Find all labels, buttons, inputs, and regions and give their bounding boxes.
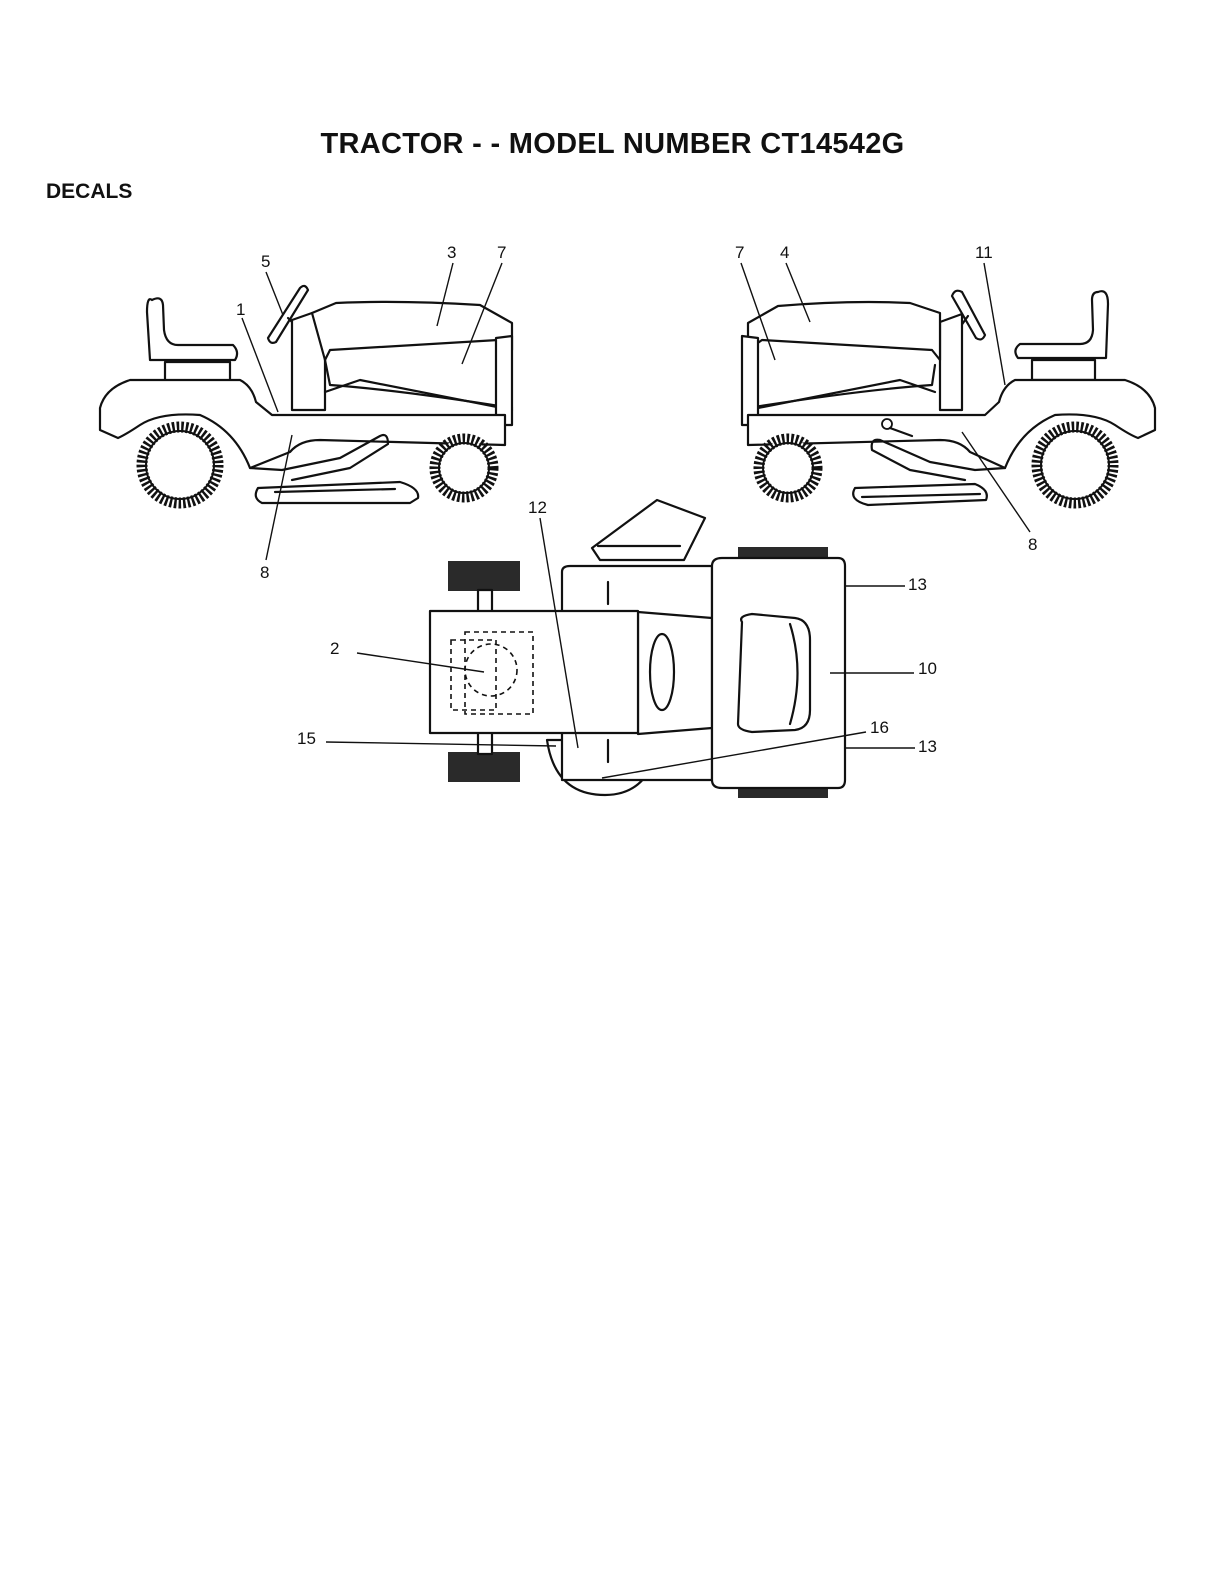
callout-12: 12	[528, 498, 547, 517]
callout-10: 10	[918, 659, 937, 678]
callout-13-top: 13	[908, 575, 927, 594]
tractor-top-view	[430, 500, 845, 798]
callout-8-right: 8	[1028, 535, 1037, 554]
callout-7-right: 7	[735, 243, 744, 262]
callout-1: 1	[236, 300, 245, 319]
callout-13-bottom: 13	[918, 737, 937, 756]
callout-4: 4	[780, 243, 789, 262]
callout-11: 11	[975, 243, 993, 262]
callout-5: 5	[261, 252, 270, 271]
callout-7-left: 7	[497, 243, 506, 262]
left-view-callouts: 5 1 3 7 8	[236, 243, 506, 582]
callout-8-left: 8	[260, 563, 269, 582]
callout-2: 2	[330, 639, 339, 658]
right-view-callouts: 7 4 11 8	[735, 243, 1037, 554]
callout-16: 16	[870, 718, 889, 737]
tractor-left-side-view	[100, 286, 512, 503]
tractor-right-side-view	[742, 291, 1155, 505]
callout-15: 15	[297, 729, 316, 748]
callout-3: 3	[447, 243, 456, 262]
